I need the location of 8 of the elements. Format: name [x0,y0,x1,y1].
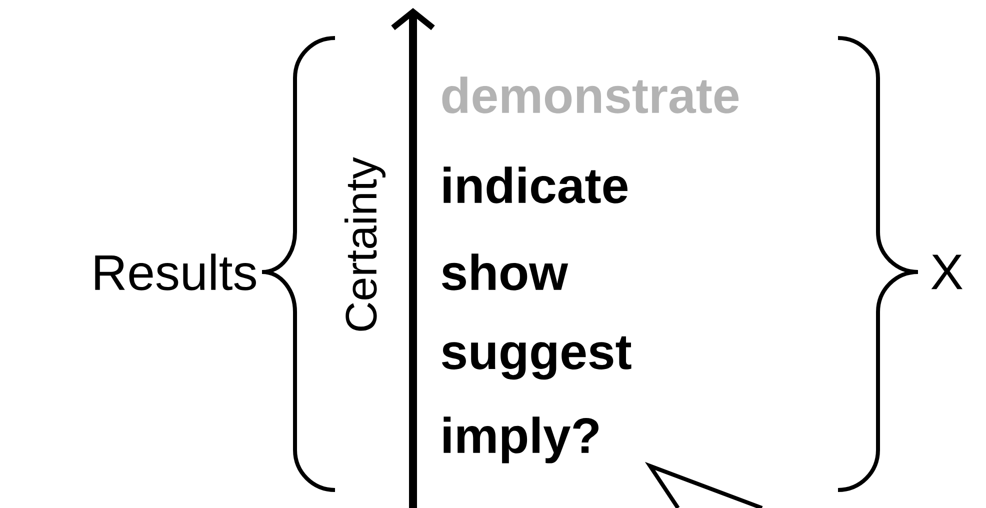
word-label: indicate [444,166,628,204]
word-label: show [442,254,568,290]
axis-label: Certainty [344,157,386,331]
word-label: demonstrate [442,76,739,114]
word-label: imply? [444,416,598,464]
heading-label: X [931,254,962,290]
word-label: suggest [442,336,632,380]
heading-label: Results [95,254,256,290]
